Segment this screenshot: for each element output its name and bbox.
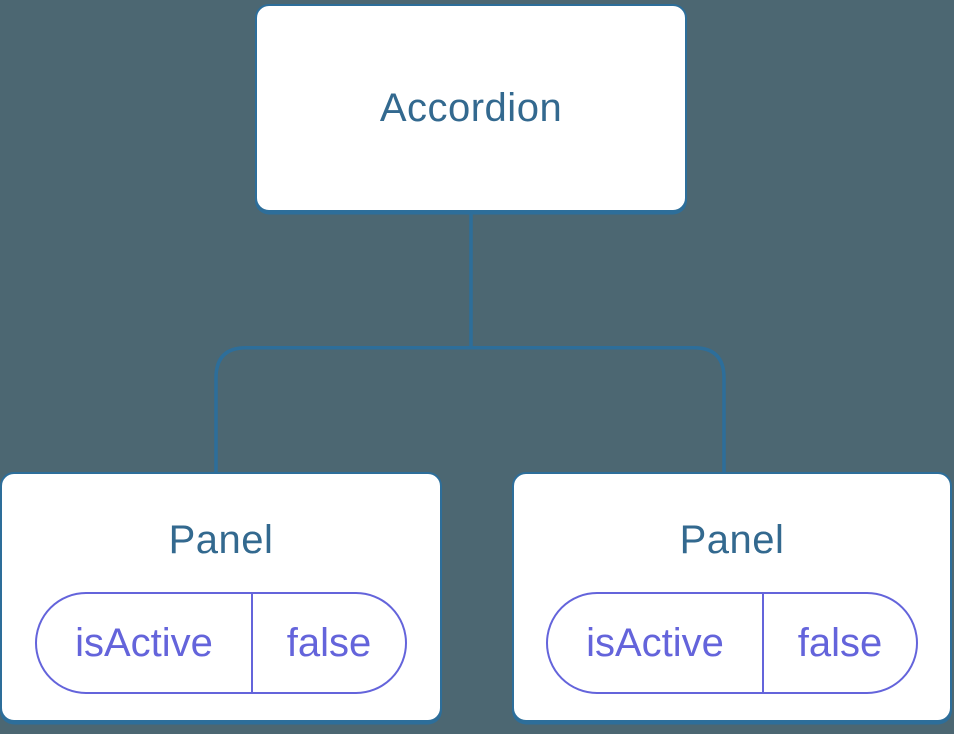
state-name: isActive (586, 620, 724, 665)
node-accordion: Accordion (255, 4, 687, 212)
node-panel-1-label: Panel (168, 518, 274, 562)
pill-divider (762, 594, 764, 692)
node-panel-1: Panel isActive false (0, 472, 442, 722)
state-name: isActive (75, 620, 213, 665)
connector-branch (214, 346, 726, 473)
state-pill: isActive false (35, 592, 407, 694)
pill-divider (251, 594, 253, 692)
node-panel-2: Panel isActive false (512, 472, 952, 722)
node-panel-2-label: Panel (679, 518, 785, 562)
state-value: false (797, 620, 883, 665)
state-pill: isActive false (546, 592, 918, 694)
node-accordion-label: Accordion (379, 86, 563, 130)
state-value: false (286, 620, 372, 665)
